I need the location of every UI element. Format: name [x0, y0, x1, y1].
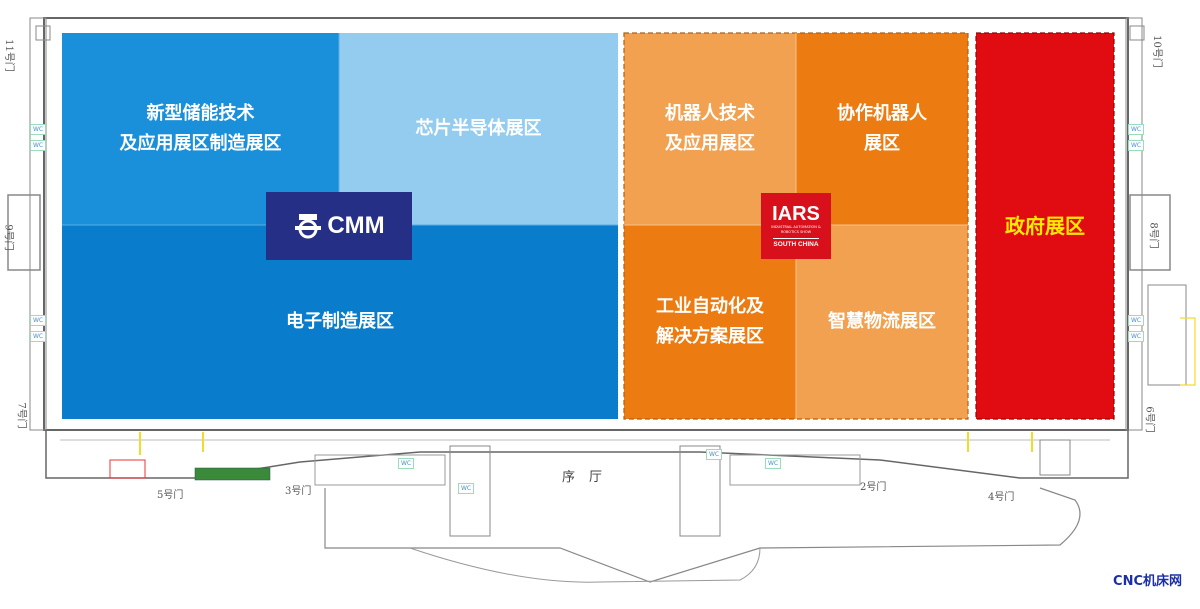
- iars-region-label: SOUTH CHINA: [773, 238, 819, 248]
- gate-3: 3号门: [285, 486, 312, 497]
- watermark-text: CNC机床网: [1113, 574, 1182, 589]
- cmm-mark-icon: [295, 214, 322, 239]
- restroom-icon: WC: [30, 140, 46, 151]
- restroom-icon: WC: [765, 458, 781, 469]
- restroom-icon: WC: [30, 124, 46, 135]
- iars-logo-subtitle: INDUSTRIAL AUTOMATION & ROBOTICS SHOW: [771, 225, 821, 234]
- gate-8: 8号门: [1147, 222, 1159, 249]
- gate-2: 2号门: [860, 482, 887, 493]
- gate-4: 4号门: [988, 492, 1015, 503]
- gate-5: 5号门: [157, 490, 184, 501]
- restroom-icon: WC: [398, 458, 414, 469]
- zone-government[interactable]: 政府展区: [976, 33, 1114, 419]
- gate-7: 7号门: [15, 402, 27, 429]
- gate-11: 11号门: [2, 39, 14, 72]
- restroom-icon: WC: [706, 449, 722, 460]
- restroom-icon: WC: [1128, 124, 1144, 135]
- restroom-icon: WC: [30, 315, 46, 326]
- lobby-label: 序厅: [562, 470, 617, 485]
- restroom-icon: WC: [1128, 331, 1144, 342]
- restroom-icon: WC: [30, 331, 46, 342]
- cmm-logo-text: CMM: [327, 212, 385, 239]
- restroom-icon: WC: [1128, 315, 1144, 326]
- iars-logo: IARS INDUSTRIAL AUTOMATION & ROBOTICS SH…: [761, 193, 831, 259]
- restroom-icon: WC: [1128, 140, 1144, 151]
- restroom-icon: WC: [458, 483, 474, 494]
- iars-logo-text: IARS: [772, 203, 820, 225]
- gate-6: 6号门: [1143, 406, 1155, 433]
- cmm-logo: CMM: [266, 192, 412, 260]
- gate-10: 10号门: [1150, 35, 1162, 68]
- gate-9: 9号门: [2, 224, 14, 251]
